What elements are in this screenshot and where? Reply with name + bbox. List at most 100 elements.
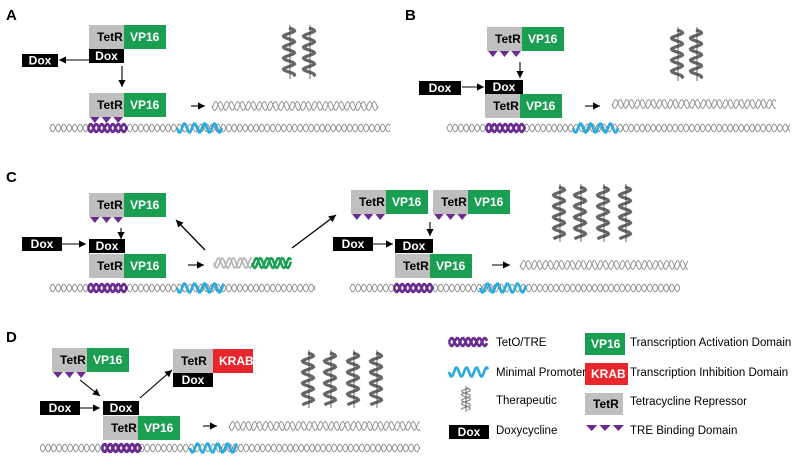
vp16-label: VP16 (144, 421, 174, 435)
vp16-label: VP16 (130, 98, 160, 112)
minimal-promoter (571, 122, 620, 134)
vp16-box (124, 193, 166, 217)
tetr-box (395, 254, 430, 278)
dox-label: Dox (96, 239, 119, 253)
tetr-box (52, 348, 87, 372)
dox-label: Dox (29, 54, 52, 68)
minimal-promoter (478, 282, 528, 294)
vp16-label: VP16 (130, 259, 160, 273)
tetr-label: TetR (181, 354, 207, 368)
vp16-label: VP16 (93, 353, 123, 367)
arrow-head (164, 370, 172, 378)
vp16-box (124, 25, 166, 49)
therapeutic-strand (300, 351, 316, 407)
dox-box (89, 239, 125, 253)
mrna-strand (228, 421, 421, 432)
tetr-box (89, 193, 124, 217)
dox-box (485, 80, 523, 94)
dox-box (449, 425, 489, 439)
dox-box (22, 237, 62, 251)
minimal-promoter (175, 282, 226, 294)
arrow-head (93, 404, 100, 412)
vp16-label: VP16 (526, 99, 556, 113)
vp16-label: VP16 (474, 195, 504, 209)
dox-label: Dox (31, 237, 54, 251)
dox-label: Dox (429, 81, 452, 95)
arrow-head (59, 56, 66, 64)
tetr-label: TetR (441, 195, 467, 209)
mrna-strand (611, 99, 777, 109)
arrow-head (118, 80, 126, 87)
arrow-head (210, 422, 217, 430)
therapeutic-strand (572, 185, 588, 241)
tre-binding-domain (499, 51, 510, 57)
arrow-head (79, 240, 86, 248)
therapeutic-strand (551, 185, 567, 241)
arrow-head (593, 102, 600, 110)
legend-krab-label: Transcription Inhibition Domain (630, 367, 788, 379)
tetr-label: TetR (359, 195, 385, 209)
tre-binding-domain (90, 117, 100, 123)
arrow-head (197, 261, 204, 269)
tetr-label: TetR (97, 198, 123, 212)
tre-binding-domain (375, 214, 385, 220)
tetr-box (485, 94, 520, 118)
tetr-box (89, 93, 124, 117)
mrna-partial (213, 257, 253, 270)
tetr-label: TetR (97, 259, 123, 273)
mrna-strand (519, 260, 689, 271)
tre-binding-domain (434, 214, 444, 220)
arrow-head (503, 261, 510, 269)
minimal-promoter (447, 366, 490, 378)
krab-box (585, 363, 628, 385)
mrna-strand (611, 99, 777, 110)
tre-binding-domain (488, 51, 498, 57)
legend-therapeutic-label: Therapeutic (496, 395, 557, 407)
legend-tetr-label: Tetracycline Repressor (630, 396, 747, 408)
vp16-box (124, 254, 166, 278)
tetr-box (585, 393, 623, 415)
vp16-box (87, 348, 129, 372)
teto-tre-element (447, 336, 489, 348)
minimal-promoter (188, 442, 239, 454)
dox-box (333, 237, 373, 251)
vp16-box (430, 254, 472, 278)
legend-doxycycline-label: Doxycycline (496, 425, 557, 437)
arrow-head (386, 240, 393, 248)
therapeutic-strand (301, 26, 317, 78)
arrow-head (117, 232, 125, 239)
tetr-box (173, 349, 213, 373)
tetr-box (351, 190, 386, 214)
dox-box (89, 49, 124, 63)
mrna-strand (211, 101, 379, 112)
tetr-label: TetR (593, 397, 619, 411)
vp16-box (520, 94, 562, 118)
teto-tre-element (100, 442, 143, 454)
tre-binding-domain (53, 372, 63, 378)
tetr-label: TetR (403, 259, 429, 273)
dox-label: Dox (95, 49, 118, 63)
vp16-label: VP16 (436, 259, 466, 273)
vp16-box (585, 333, 625, 355)
tetr-label: TetR (97, 30, 123, 44)
tetr-box (433, 190, 468, 214)
krab-label: KRAB (219, 354, 254, 368)
tre-binding-domain (101, 117, 112, 123)
tre-binding-domain (352, 214, 362, 220)
tre-binding-domain (445, 214, 456, 220)
therapeutic-strand (345, 351, 361, 407)
vp16-label: VP16 (392, 195, 422, 209)
arrow-head (328, 215, 336, 223)
panel-label-b: B (405, 7, 416, 24)
krab-label: KRAB (591, 367, 626, 381)
tre-binding-domain (599, 425, 611, 431)
tetr-box (89, 254, 124, 278)
arrow-head (176, 220, 184, 228)
krab-box (213, 349, 253, 373)
panel-label-c: C (6, 169, 17, 186)
vp16-box (138, 416, 180, 440)
tre-binding-domain (64, 372, 75, 378)
tre-binding-domain (363, 214, 374, 220)
tre-binding-domain (586, 425, 598, 431)
